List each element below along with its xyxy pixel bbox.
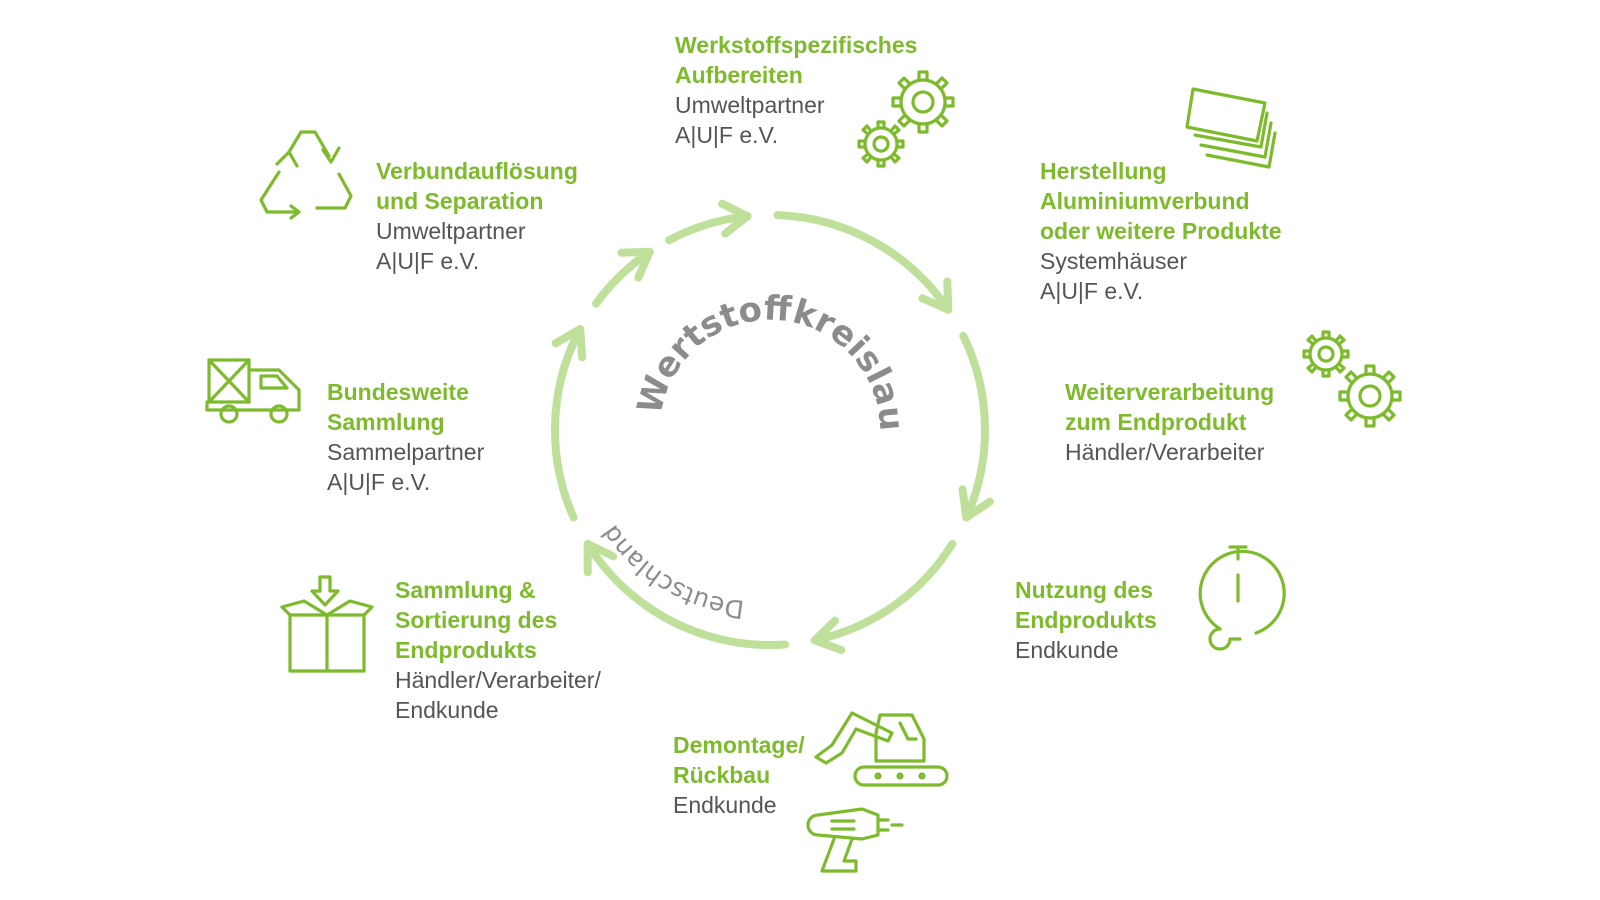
step-collection-sorting: Sammlung & Sortierung des Endprodukts Hä…: [395, 575, 601, 725]
cycle-arrow-head: [958, 485, 994, 522]
cycle-arrow-head: [718, 199, 752, 238]
gears-icon: [857, 70, 955, 168]
step-actor: Endkunde: [1015, 637, 1119, 663]
step-further-processing: Weiterverarbeitung zum Endprodukt Händle…: [1065, 377, 1274, 467]
cycle-arrow-head: [551, 325, 587, 362]
step-title: Sammlung & Sortierung des Endprodukts: [395, 577, 558, 663]
stopwatch-icon: [1198, 545, 1286, 651]
step-actor: Systemhäuser A|U|F e.V.: [1040, 248, 1188, 304]
step-actor: Händler/Verarbeiter: [1065, 439, 1265, 465]
panels-stack-icon: [1185, 87, 1277, 169]
cycle-arrow-head: [810, 616, 846, 654]
step-title: Verbundauflösung und Separation: [376, 158, 578, 214]
step-actor: Endkunde: [673, 792, 777, 818]
step-title: Bundesweite Sammlung: [327, 379, 469, 435]
step-title: Herstellung Aluminiumverbund oder weiter…: [1040, 158, 1282, 244]
excavator-drill-icon: [806, 711, 949, 873]
step-nationwide-collection: Bundesweite Sammlung Sammelpartner A|U|F…: [327, 377, 484, 497]
cycle-arrow-head: [583, 539, 618, 577]
step-actor: Händler/Verarbeiter/ Endkunde: [395, 667, 601, 723]
step-manufacturing: Herstellung Aluminiumverbund oder weiter…: [1040, 156, 1282, 306]
step-material-processing: Werkstoffspezifisches Aufbereiten Umwelt…: [675, 30, 917, 150]
cycle-arrow-head: [617, 247, 654, 282]
gears-icon: [1302, 330, 1402, 428]
cycle-arrow-segment: [810, 539, 957, 645]
box-arrow-icon: [280, 575, 374, 673]
step-actor: Umweltpartner A|U|F e.V.: [675, 92, 825, 148]
step-title: Demontage/ Rückbau: [673, 732, 805, 788]
step-dismantling: Demontage/ Rückbau Endkunde: [673, 730, 805, 820]
step-usage: Nutzung des Endprodukts Endkunde: [1015, 575, 1157, 665]
truck-icon: [205, 358, 301, 424]
step-actor: Umweltpartner A|U|F e.V.: [376, 218, 526, 274]
cycle-arrow-segment: [583, 539, 789, 649]
cycle-arrow-segment: [959, 331, 989, 522]
step-title: Nutzung des Endprodukts: [1015, 577, 1157, 633]
recycle-icon: [259, 130, 353, 220]
step-actor: Sammelpartner A|U|F e.V.: [327, 439, 485, 495]
cycle-arrow-head: [918, 277, 953, 314]
step-title: Weiterverarbeitung zum Endprodukt: [1065, 379, 1275, 435]
cycle-country-ring: Deutschland: [596, 520, 746, 624]
step-title: Werkstoffspezifisches Aufbereiten: [675, 32, 918, 88]
step-separation: Verbundauflösung und Separation Umweltpa…: [376, 156, 578, 276]
cycle-arrow-segment: [551, 325, 585, 522]
cycle-arrow-segments: [551, 199, 994, 654]
cycle-arrow-segment: [773, 211, 953, 314]
